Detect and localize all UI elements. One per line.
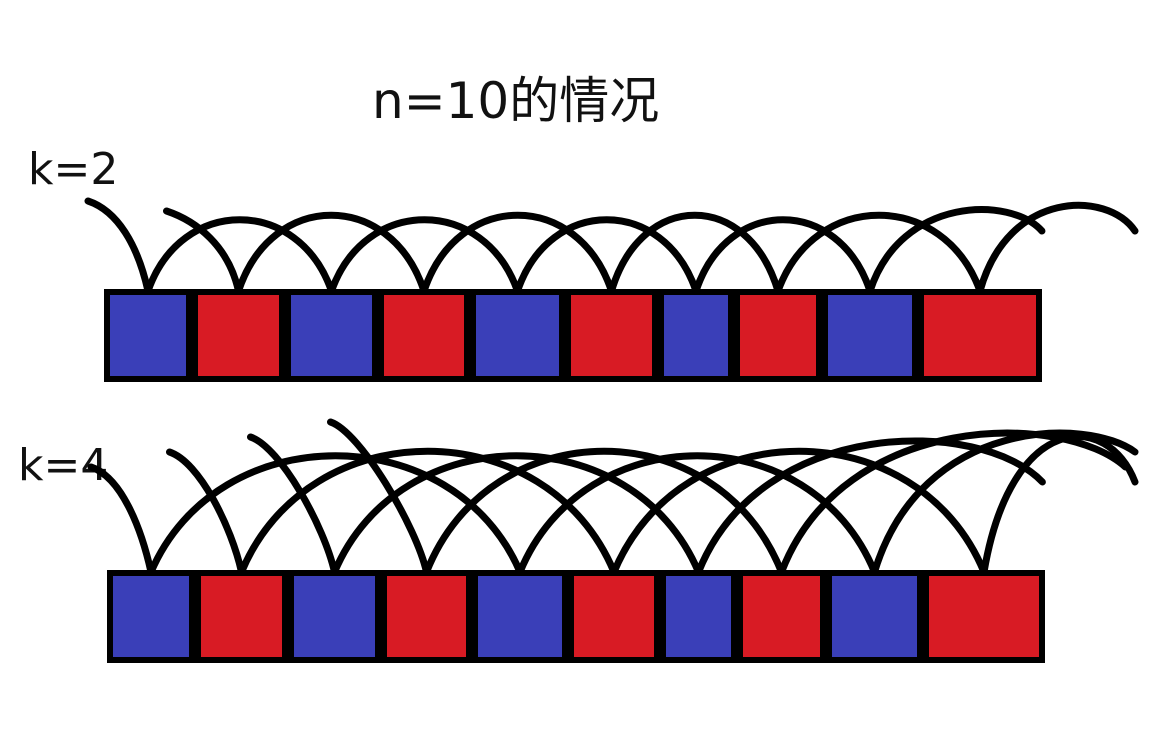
jump-arc — [328, 216, 521, 295]
incoming-jump-arc — [84, 197, 152, 295]
jump-arc — [610, 447, 988, 576]
cell-red-8 — [743, 576, 820, 657]
jump-arc — [774, 211, 984, 295]
row-label-k2: k=2 — [28, 144, 118, 195]
cell-red-8 — [740, 295, 816, 376]
jump-arc — [514, 216, 700, 295]
overshoot-jump-arc — [871, 429, 1139, 576]
jump-arc — [238, 447, 618, 576]
jump-arc — [608, 211, 782, 295]
cell-blue-9 — [828, 295, 912, 376]
incoming-jump-arc — [163, 207, 242, 295]
cell-red-4 — [387, 576, 466, 657]
cell-blue-1 — [110, 295, 186, 376]
jump-arc — [147, 452, 524, 576]
jump-arcs-k2 — [84, 197, 1139, 295]
cell-blue-3 — [294, 576, 375, 657]
cell-blue-7 — [664, 295, 728, 376]
cell-strip-k4 — [107, 570, 1045, 663]
cell-blue-3 — [291, 295, 372, 376]
diagram-title: n=10的情况 — [372, 72, 659, 130]
overshoot-jump-arc — [980, 433, 1139, 576]
cell-blue-7 — [666, 576, 731, 657]
overshoot-jump-arc — [695, 437, 1046, 576]
jump-arcs-k4 — [87, 418, 1139, 576]
cell-red-10 — [929, 576, 1039, 657]
jump-arc — [235, 211, 428, 295]
cell-red-4 — [384, 295, 464, 376]
cell-red-2 — [198, 295, 279, 376]
jump-arc — [144, 216, 335, 295]
jump-arc — [692, 216, 874, 295]
jump-arc — [516, 452, 878, 576]
row-k4: k=4 — [18, 418, 1139, 663]
jump-arc — [331, 452, 702, 576]
cell-red-6 — [571, 295, 652, 376]
cell-blue-5 — [476, 295, 559, 376]
incoming-jump-arc — [166, 448, 245, 576]
row-k2: k=2 — [28, 144, 1139, 382]
jump-arc — [420, 211, 615, 295]
cell-blue-9 — [832, 576, 917, 657]
cell-blue-1 — [113, 576, 189, 657]
jump-arc — [423, 447, 785, 576]
cell-red-2 — [201, 576, 282, 657]
overshoot-jump-arc — [976, 201, 1139, 295]
cell-blue-5 — [478, 576, 562, 657]
overshoot-jump-arc — [778, 429, 1129, 576]
incoming-jump-arc — [327, 418, 430, 576]
cell-red-6 — [574, 576, 654, 657]
cell-strip-k2 — [104, 289, 1042, 382]
incoming-jump-arc — [87, 463, 155, 576]
cell-red-10 — [924, 295, 1036, 376]
